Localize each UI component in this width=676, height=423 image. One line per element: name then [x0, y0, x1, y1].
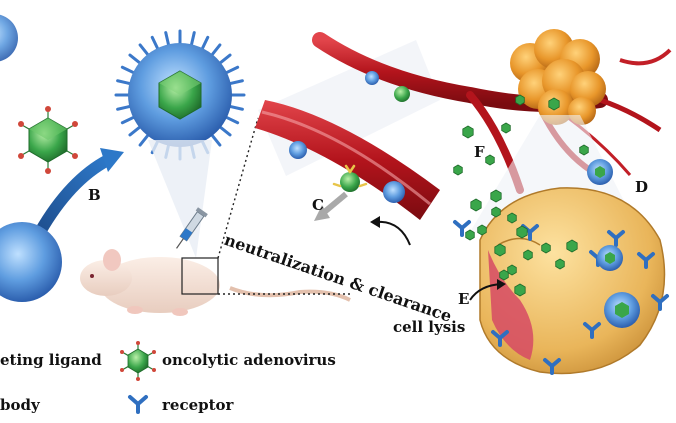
receptor-shape: [453, 220, 471, 237]
syringe: [176, 207, 208, 249]
oncolytic-adenovirus-icon: [120, 341, 156, 381]
vessel-zoom: [255, 40, 440, 220]
adenovirus-particle: [548, 97, 560, 111]
adenovirus-particles: [453, 94, 589, 297]
adenovirus-particle: [507, 264, 517, 276]
receptor-shape: [543, 358, 561, 375]
legend-targeting-ligand: eting ligand: [0, 351, 102, 369]
adenovirus-particle: [514, 283, 526, 297]
coated-virus-large: [114, 29, 246, 161]
receptor-icon: [128, 395, 148, 414]
legend-receptor: receptor: [162, 396, 234, 414]
label-f: F: [474, 143, 485, 161]
zoom-cone: [148, 140, 212, 258]
adenovirus-particle: [490, 189, 502, 203]
label-e: E: [458, 290, 470, 308]
receptor-shape: [607, 230, 625, 247]
label-b: B: [88, 186, 101, 204]
receptors: [453, 220, 669, 375]
antibody-complexes: [289, 71, 410, 203]
adenovirus-particle: [470, 198, 482, 212]
adenovirus-particle: [501, 122, 511, 134]
legend-antibody: body: [0, 396, 40, 414]
coated-virus-bottom-left: [0, 222, 62, 302]
adenovirus-particle: [507, 212, 517, 224]
arrow-c: [314, 191, 348, 221]
receptor-shape: [491, 330, 509, 347]
cell-lysis-label: cell lysis: [393, 318, 466, 336]
adenovirus-particle: [566, 239, 578, 253]
coated-virus-cell-2: [597, 245, 623, 271]
adenovirus-particle: [453, 164, 463, 176]
adenovirus-particle: [555, 258, 565, 270]
coated-virus-partial-top: [0, 14, 18, 62]
arrow-b: [34, 148, 124, 238]
adenovirus-particle: [494, 243, 506, 257]
adenovirus-particle: [477, 224, 487, 236]
adenovirus-particle: [516, 225, 528, 239]
adenovirus-particle: [462, 125, 474, 139]
adenovirus-particle: [491, 206, 501, 218]
coated-virus-d: [587, 159, 613, 185]
cell-lysis-arrow: [469, 279, 506, 301]
mouse: [80, 249, 351, 316]
label-c: C: [312, 196, 324, 214]
adenovirus-particle: [523, 249, 533, 261]
adenovirus-particle: [579, 144, 589, 156]
adenovirus-particle: [515, 94, 525, 106]
dashed-connectors: [217, 117, 352, 295]
receptor-shape: [637, 252, 655, 269]
adenovirus-particle: [465, 229, 475, 241]
adenovirus-particle: [541, 242, 551, 254]
clearance-arrow: [370, 216, 411, 246]
legend-oncolytic-adenovirus: oncolytic adenovirus: [162, 351, 336, 369]
label-d: D: [635, 178, 649, 196]
adenovirus-particle: [499, 269, 509, 281]
coated-virus-cell: [604, 292, 640, 328]
adenovirus-small-icon: [18, 106, 78, 174]
adenovirus-particle: [485, 154, 495, 166]
receptor-shape: [651, 294, 669, 311]
receptor-shape: [583, 322, 601, 339]
